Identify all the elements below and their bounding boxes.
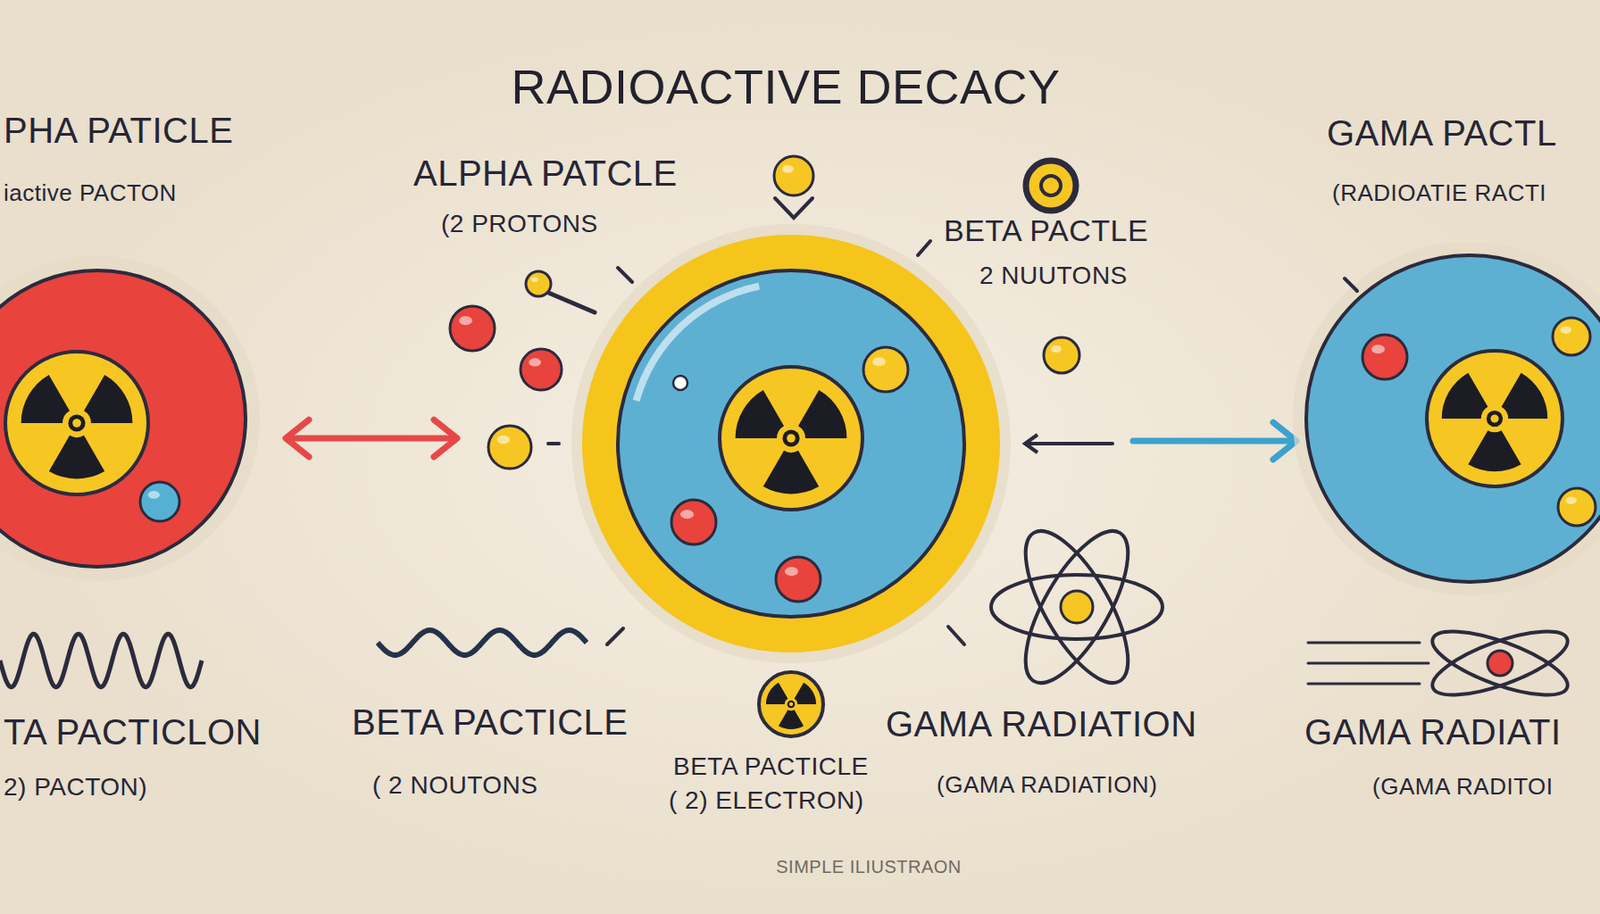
stroke [1026, 441, 1113, 446]
stroke [607, 628, 624, 645]
stroke [1133, 438, 1291, 445]
label: GAMA RADIATI [1304, 711, 1562, 753]
label: 2 NUUTONS [979, 261, 1128, 291]
highlight [680, 509, 694, 519]
highlight [1559, 325, 1572, 334]
wave [0, 633, 202, 687]
label: GAMA PACTL [1326, 112, 1558, 154]
label: ALPHA PATCLE [413, 152, 678, 194]
label: BETA PACTICLE [351, 701, 629, 743]
particle [1552, 317, 1591, 356]
particle [488, 425, 532, 469]
atom-icon [1425, 618, 1575, 709]
halo [571, 224, 1011, 664]
radiation-symbol [758, 672, 824, 737]
particle [775, 557, 821, 602]
highlight [1050, 345, 1062, 353]
atom-circle [1306, 255, 1600, 583]
label: (RADIOATIE RACTI [1332, 180, 1547, 208]
atom-circle [617, 270, 965, 617]
yellow-ring [582, 234, 1000, 653]
particle [520, 349, 562, 391]
label: (GAMA RADIATION) [936, 772, 1158, 800]
particle [863, 347, 909, 392]
particle [673, 375, 688, 391]
arrow-head [433, 419, 458, 458]
title: RADIOACTIVE DECACY [510, 58, 1060, 115]
highlight [784, 566, 799, 576]
highlight [872, 357, 886, 367]
atom-icon [991, 516, 1163, 698]
particle [671, 500, 717, 545]
particle [450, 306, 495, 351]
highlight [497, 435, 510, 445]
particle [140, 482, 180, 522]
label: GAMA RADIATION [885, 703, 1198, 745]
highlight [633, 283, 760, 402]
stroke [617, 267, 633, 283]
particle [525, 271, 551, 297]
atom-circle [0, 270, 246, 567]
label: BETA PACTICLE [673, 752, 869, 782]
stroke [917, 241, 931, 256]
label: (GAMA RADITOI [1372, 774, 1554, 801]
highlight [528, 358, 542, 367]
label: TA PACTICLON [3, 711, 262, 753]
label: (2 PROTONS [441, 209, 599, 239]
stroke [1344, 278, 1358, 292]
particle [1025, 160, 1076, 211]
particle [774, 156, 814, 196]
radiation-symbol [719, 366, 863, 510]
highlight [148, 491, 160, 500]
label: ( 2) ELECTRON) [668, 786, 865, 816]
label: 2) PACTON) [3, 773, 148, 802]
wave [377, 630, 587, 656]
highlight [1371, 344, 1385, 354]
particle [1558, 488, 1596, 526]
label: BETA PACTLE [943, 213, 1149, 249]
caption: SIMPLE ILIUSTRAON [775, 857, 961, 878]
arrow-head [1025, 434, 1038, 453]
highlight [458, 316, 473, 325]
stroke [292, 435, 451, 442]
highlight [1565, 496, 1577, 504]
radiation-symbol [5, 351, 149, 495]
label: PHA PATICLE [3, 109, 234, 151]
stroke [948, 626, 965, 645]
highlight [531, 276, 539, 283]
stroke [775, 198, 813, 218]
label: iactive PACTON [3, 180, 177, 208]
label: ( 2 NOUTONS [372, 771, 538, 800]
stroke [1308, 662, 1429, 666]
particle [1043, 337, 1080, 374]
radiation-symbol [1426, 350, 1563, 487]
stroke [546, 291, 595, 313]
arrow-head [285, 419, 309, 458]
stroke [548, 441, 559, 446]
halo [0, 256, 260, 582]
arrow-head [1273, 422, 1297, 460]
stroke [1308, 683, 1420, 686]
particle [1362, 334, 1408, 380]
halo [1292, 241, 1600, 596]
stroke [1308, 641, 1420, 645]
particle [1041, 175, 1061, 196]
highlight [782, 165, 794, 174]
